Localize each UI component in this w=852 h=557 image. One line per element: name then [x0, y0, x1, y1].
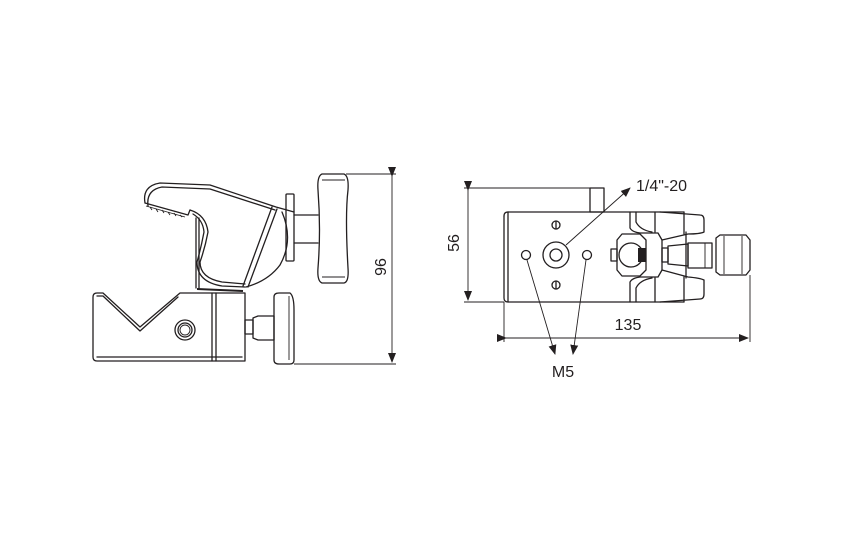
side-view: 96 — [92, 167, 396, 365]
lower-knob — [244, 292, 295, 365]
dimension-135-label: 135 — [615, 317, 642, 334]
callout-quarter-20-label: 1/4"-20 — [636, 178, 687, 195]
length-dimension: 135 — [497, 275, 751, 342]
top-view: 56 135 1/4"-20 M5 — [446, 178, 751, 381]
callout-m5-label: M5 — [552, 364, 574, 381]
callout-quarter-20: 1/4"-20 — [565, 178, 687, 246]
dimension-56-label: 56 — [446, 234, 463, 252]
dimension-96-label: 96 — [373, 258, 390, 276]
width-dimension: 56 — [446, 181, 590, 303]
upper-jaw — [143, 182, 295, 289]
callout-m5: M5 — [526, 259, 587, 381]
base-plate — [503, 187, 685, 303]
jaw-mechanism — [610, 211, 751, 303]
upper-knob — [285, 173, 349, 284]
lower-jaw — [92, 288, 246, 362]
height-dimension: 96 — [294, 167, 396, 365]
